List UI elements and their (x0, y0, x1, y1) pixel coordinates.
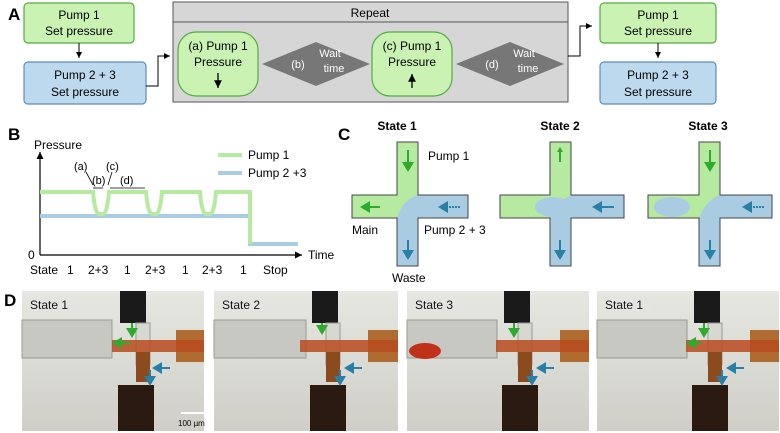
panel-label-c: C (338, 125, 350, 144)
mark-c: (c) (106, 161, 119, 173)
left-pump23-line2: Set pressure (51, 85, 119, 99)
junction-state3 (647, 141, 773, 267)
right-pump1-line1: Pump 1 (637, 8, 679, 22)
junction-state1-title: State 1 (377, 119, 417, 133)
mark-a: (a) (74, 161, 87, 173)
mark-b: (b) (92, 175, 105, 187)
arrow-out-repeat (568, 23, 592, 57)
step-d-tag: (d) (485, 59, 498, 71)
junction-state2 (499, 141, 625, 267)
legend-pump1: Pump 1 (248, 148, 290, 162)
state-row-4: 2+3 (145, 263, 166, 277)
junction-main-label: Main (352, 223, 378, 237)
step-c-line2: Pressure (388, 55, 436, 69)
right-pump23-box: Pump 2 + 3 Set pressure (599, 61, 717, 105)
panel-label-d: D (4, 291, 16, 310)
time-axis-label: Time (308, 248, 335, 262)
panel-label-b: B (8, 125, 20, 144)
junction-waste-label: Waste (392, 271, 426, 285)
micrograph-4: State 1 (596, 291, 779, 431)
right-pump23-line2: Set pressure (624, 85, 692, 99)
pressure-axis-label: Pressure (34, 138, 82, 152)
step-b-wait: Wait (319, 48, 341, 60)
micrograph-2-label: State 2 (222, 298, 260, 312)
step-b-time: time (324, 63, 345, 75)
mark-a-pointer (85, 171, 94, 186)
step-c-box: (c) Pump 1 Pressure (371, 31, 453, 97)
state-row-6: 2+3 (202, 263, 223, 277)
junction-state3-title: State 3 (688, 119, 728, 133)
state-row-5: 1 (182, 263, 189, 277)
pump23-trace (40, 214, 298, 246)
right-pump23-line1: Pump 2 + 3 (627, 68, 689, 82)
state-row-title: State (30, 263, 58, 277)
step-d-time: time (518, 63, 539, 75)
left-pump23-box: Pump 2 + 3 Set pressure (23, 61, 147, 105)
mark-d: (d) (120, 175, 133, 187)
state-row-1: 1 (67, 263, 74, 277)
scale-bar-label: 100 µm (178, 419, 205, 428)
step-a-box: (a) Pump 1 Pressure (177, 31, 259, 97)
right-pump1-box: Pump 1 Set pressure (599, 2, 717, 44)
arrow-into-repeat (146, 53, 170, 87)
junction-state1: Pump 1 Main Pump 2 + 3 Waste (351, 141, 486, 285)
right-pump1-line2: Set pressure (624, 24, 692, 38)
step-a-line1: (a) Pump 1 (188, 39, 248, 53)
step-b-diamond: Wait (b) time (262, 42, 370, 86)
step-b-tag: (b) (291, 59, 304, 71)
micrograph-3-label: State 3 (415, 298, 453, 312)
state-row-8: Stop (263, 263, 288, 277)
micrograph-2: State 2 (213, 291, 398, 431)
state-row-2: 2+3 (88, 263, 109, 277)
legend: Pump 1 Pump 2 +3 (218, 148, 307, 180)
left-pump23-line1: Pump 2 + 3 (54, 68, 116, 82)
step-d-diamond: Wait (d) time (456, 42, 564, 86)
step-d-wait: Wait (513, 48, 535, 60)
pump1-trace (40, 190, 252, 244)
state-row: State 1 2+3 1 2+3 1 2+3 1 Stop (30, 263, 288, 277)
micrograph-1: State 1 100 µm (21, 291, 205, 431)
micrograph-1-label: State 1 (30, 298, 68, 312)
left-pump1-line2: Set pressure (45, 24, 113, 38)
step-a-line2: Pressure (194, 55, 242, 69)
junction-pump23-label: Pump 2 + 3 (424, 223, 486, 237)
junction-pump1-label: Pump 1 (428, 149, 470, 163)
mark-c-pointer (107, 171, 113, 186)
micrograph-4-label: State 1 (605, 298, 643, 312)
panel-label-a: A (8, 5, 20, 24)
junction-state2-title: State 2 (540, 119, 580, 133)
left-pump1-line1: Pump 1 (58, 8, 100, 22)
legend-pump23: Pump 2 +3 (248, 166, 307, 180)
micrograph-3: State 3 (406, 291, 589, 431)
left-pump1-box: Pump 1 Set pressure (23, 2, 135, 44)
repeat-label: Repeat (351, 6, 390, 20)
step-c-line1: (c) Pump 1 (383, 39, 442, 53)
state-row-3: 1 (124, 263, 131, 277)
zero-label: 0 (28, 248, 35, 262)
state-row-7: 1 (240, 263, 247, 277)
